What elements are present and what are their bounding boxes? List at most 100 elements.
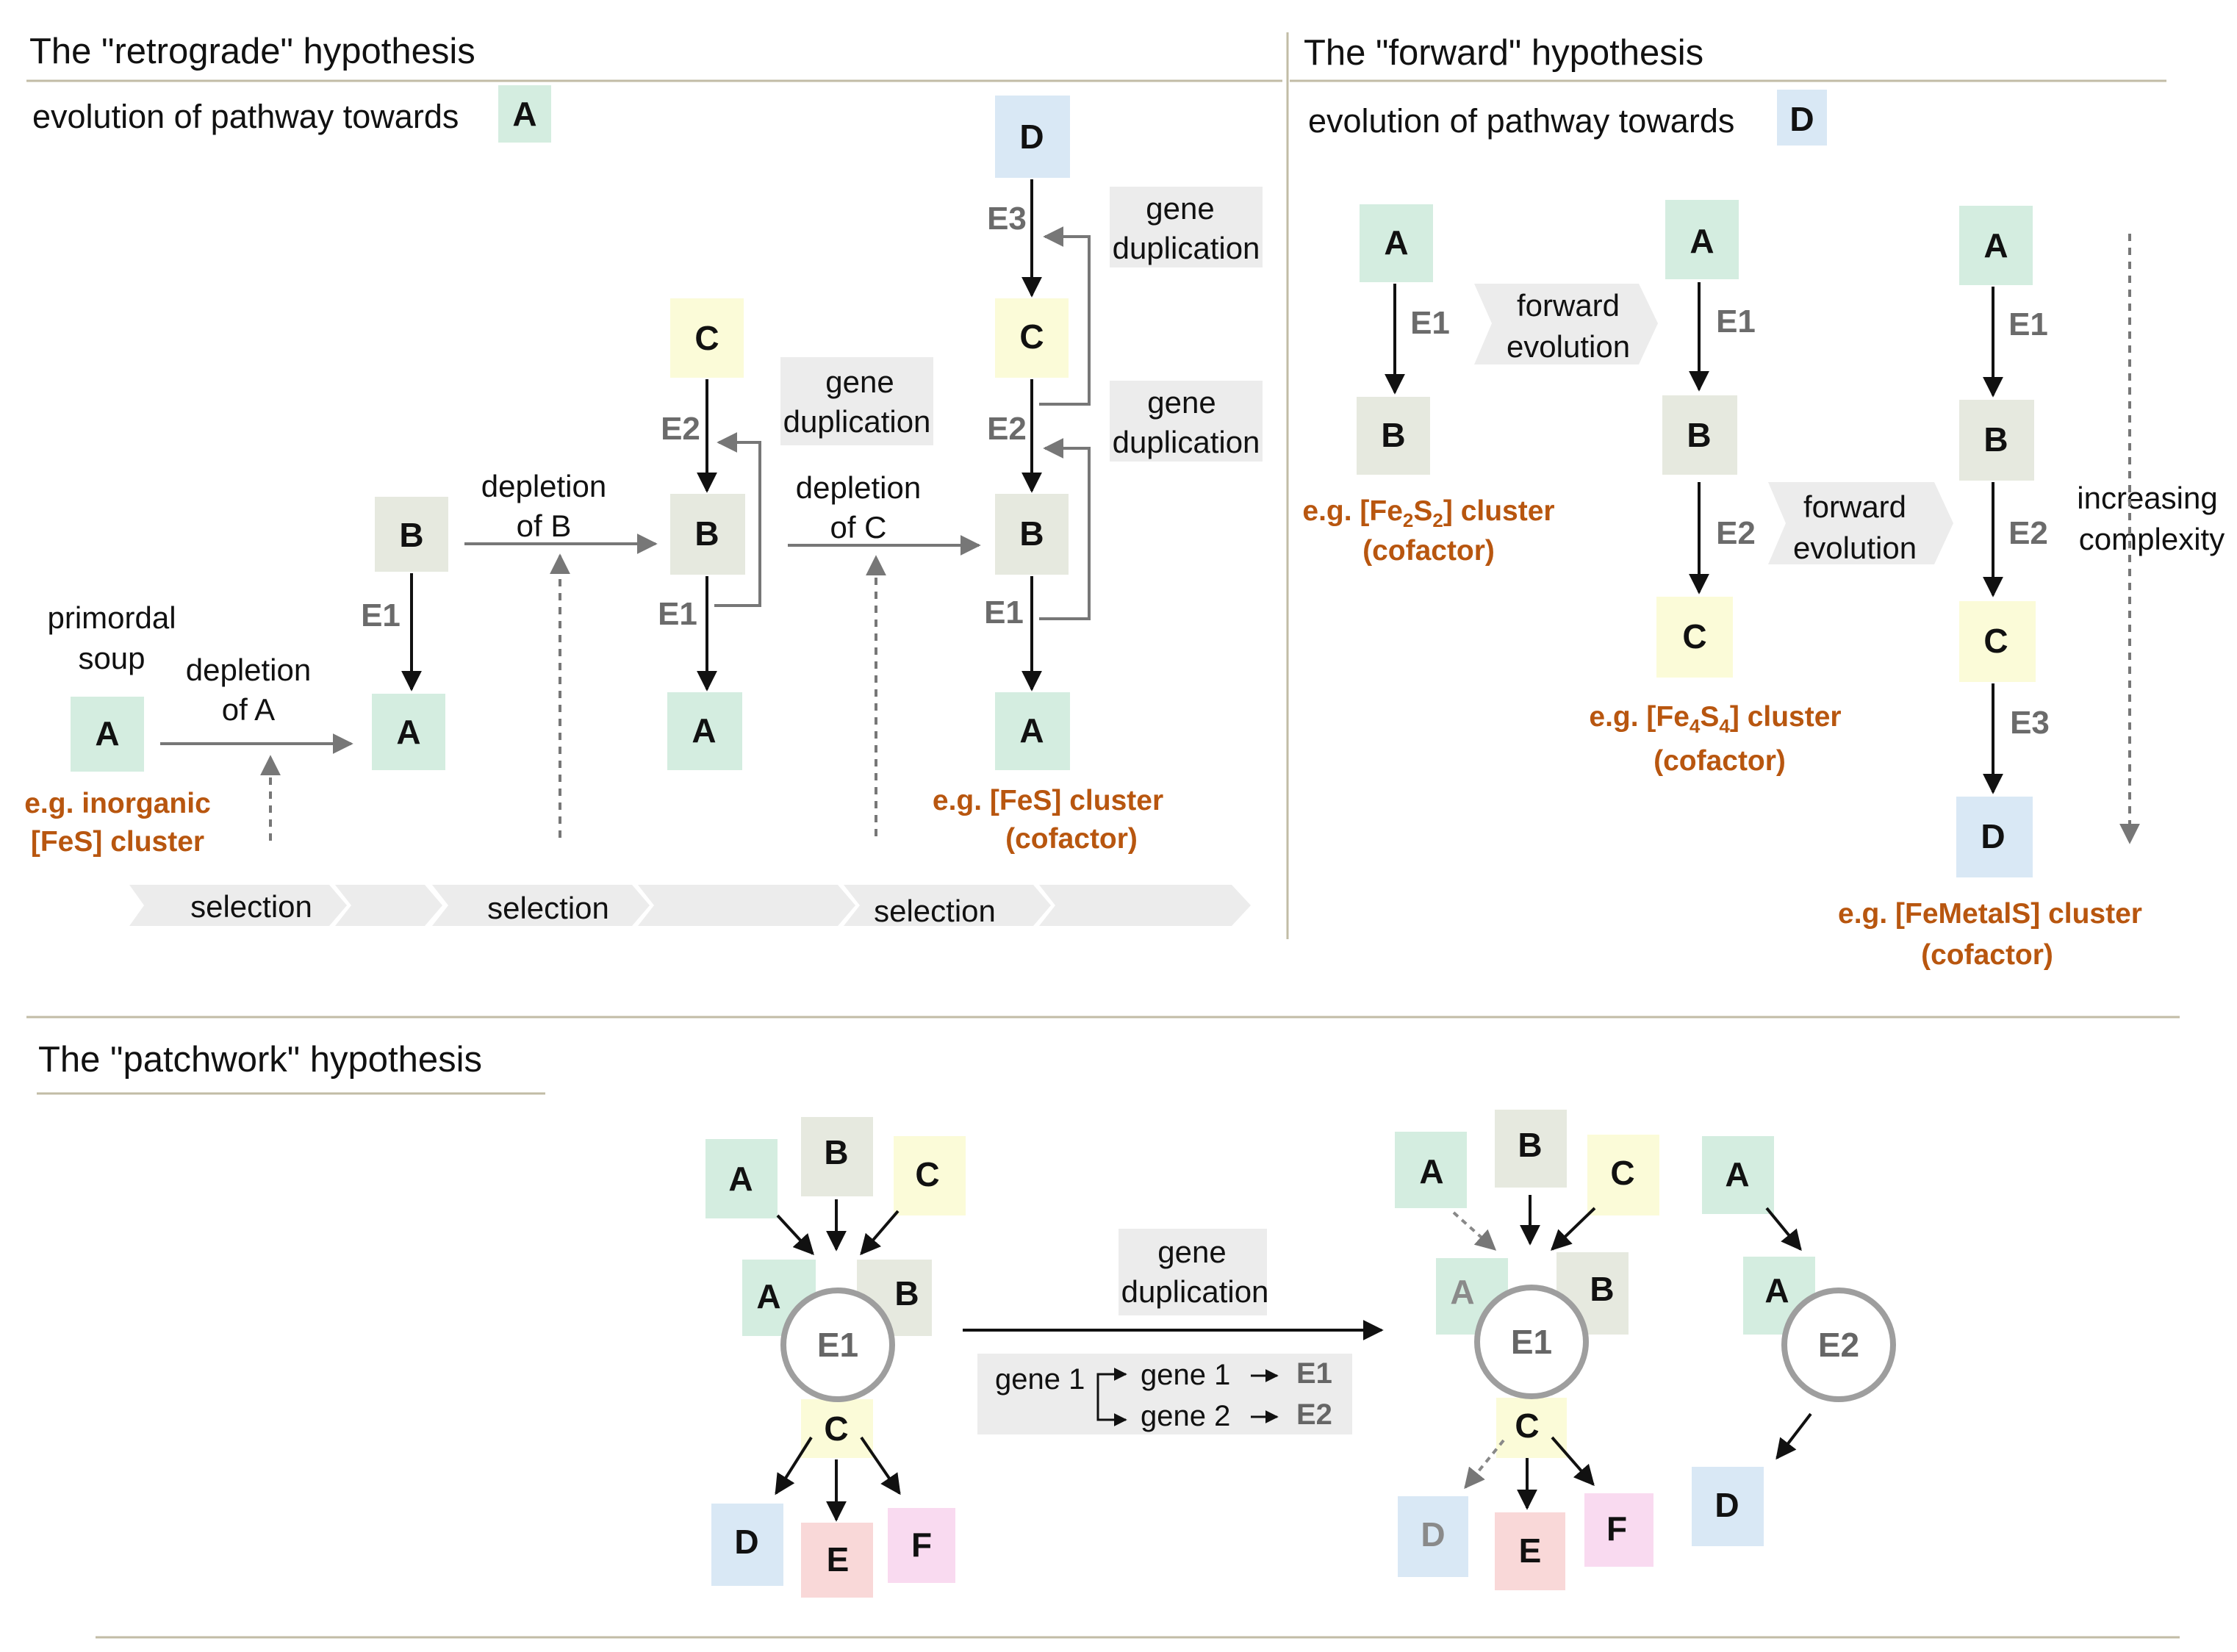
selection-label-2: selection	[487, 891, 609, 925]
pw-gene-panel	[977, 1354, 1352, 1434]
pw-gene-dup-1: gene	[1157, 1235, 1226, 1269]
pw-r2-label-A: A	[1725, 1155, 1749, 1193]
pw-left-label-F: F	[911, 1526, 932, 1564]
stage4-enzyme-E3: E3	[987, 201, 1027, 237]
fwd-col3-example-1: e.g. [FeMetalS] cluster	[1838, 898, 2142, 930]
forward-title: The "forward" hypothesis	[1304, 33, 1703, 73]
stage4-enzyme-E1: E1	[984, 595, 1024, 631]
stage1-label-A: A	[95, 714, 119, 753]
pw-r1-arrow-C	[1550, 1207, 1596, 1251]
stage2-enzyme-E1: E1	[361, 597, 401, 633]
pw-left-label-B-in: B	[894, 1274, 919, 1312]
pw-r1-label-D: D	[1421, 1515, 1445, 1554]
stage3-box-C	[670, 298, 744, 378]
fwd-col2-label-B: B	[1687, 416, 1711, 454]
stage1-example-1: e.g. inorganic	[24, 788, 211, 819]
pw-left-arrow-D	[775, 1436, 813, 1495]
pw-r1-box-E	[1495, 1512, 1565, 1590]
stage2-box-A	[372, 694, 445, 770]
selection-label-1: selection	[190, 889, 312, 924]
complexity-label-1: increasing	[2077, 481, 2217, 515]
selection-band-1	[129, 885, 347, 926]
pw-left-box-C-out	[801, 1399, 873, 1458]
pw-r2-enzyme-E2	[1781, 1288, 1896, 1402]
pw-gene-split-upper	[1096, 1368, 1127, 1386]
forward-target-label-D: D	[1789, 100, 1814, 138]
pw-r1-box-C	[1587, 1135, 1659, 1215]
stage4-box-D	[995, 96, 1070, 178]
pw-left-label-D: D	[734, 1523, 758, 1561]
pw-gene1-copy: gene 1	[1141, 1359, 1230, 1391]
retrograde-subtitle: evolution of pathway towards	[32, 98, 459, 135]
stage3-label-C: C	[694, 319, 719, 357]
fwd-col2-enzyme-E1: E1	[1716, 304, 1756, 340]
pw-left-arrow-A	[776, 1214, 814, 1256]
pw-gene1-product: E1	[1296, 1357, 1332, 1390]
pw-r2-arrow-D	[1775, 1412, 1812, 1460]
stage4-gene-dup-mid-1: gene	[1147, 385, 1216, 420]
fwd-col1-example-1: e.g. [Fe2S2] cluster	[1302, 495, 1554, 531]
primordal-label: primordal	[47, 600, 176, 635]
depletion-b-1: depletion	[481, 469, 606, 503]
pw-left-label-C: C	[915, 1155, 939, 1193]
stage3-enzyme-E1: E1	[658, 596, 697, 632]
pw-left-arrow-C	[860, 1210, 900, 1256]
pw-r1-box-B	[1495, 1110, 1567, 1188]
stage4-example-2: (cofactor)	[1005, 823, 1138, 855]
fwd-col2-example-1: e.g. [Fe4S4] cluster	[1589, 701, 1841, 737]
pw-left-label-C-out: C	[824, 1409, 848, 1448]
pw-gene1-source: gene 1	[995, 1363, 1085, 1396]
fwd-evolution-2-2: evolution	[1793, 531, 1917, 565]
pw-left-box-B	[801, 1117, 873, 1196]
stage3-gene-dup-2: duplication	[783, 404, 931, 439]
pw-left-enzyme-E1-label: E1	[817, 1326, 858, 1364]
pw-gene2-copy: gene 2	[1141, 1400, 1230, 1432]
pw-r2-label-A-in: A	[1764, 1271, 1789, 1310]
stage4-label-D: D	[1019, 118, 1044, 156]
stage1-box-A	[71, 697, 144, 772]
fwd-evolution-band-2	[1768, 482, 1953, 564]
stage2-label-B: B	[399, 516, 423, 554]
pw-r1-label-E: E	[1519, 1531, 1542, 1570]
fwd-col1-enzyme-E1: E1	[1410, 305, 1450, 341]
fwd-col2-box-C	[1656, 597, 1733, 678]
selection-band-3	[432, 885, 650, 926]
stage4-gene-dup-mid-bg	[1110, 381, 1263, 462]
stage3-duplication-loop	[714, 432, 761, 607]
pw-r1-enzyme-E1	[1474, 1285, 1589, 1399]
pw-left-box-D	[711, 1504, 783, 1586]
stage3-gene-dup-1: gene	[825, 364, 894, 399]
fwd-col3-enzyme-E2: E2	[2008, 515, 2048, 551]
pw-left-label-A: A	[728, 1160, 753, 1198]
pw-left-label-B: B	[824, 1133, 848, 1171]
stage4-duplication-loop-top	[1039, 226, 1091, 406]
pw-r1-label-B: B	[1518, 1126, 1542, 1164]
fwd-col3-label-B: B	[1983, 420, 2008, 459]
stage2-box-B	[375, 497, 448, 572]
pw-r2-enzyme-E2-label: E2	[1818, 1326, 1859, 1364]
stage4-box-C	[995, 298, 1069, 378]
retrograde-title: The "retrograde" hypothesis	[29, 32, 475, 71]
fwd-col1-example-2: (cofactor)	[1362, 535, 1495, 567]
stage4-gene-dup-mid-2: duplication	[1113, 425, 1260, 459]
fwd-col3-box-D	[1956, 797, 2033, 877]
pw-r2-box-A	[1702, 1136, 1774, 1214]
target-box-A	[498, 85, 551, 143]
pw-gene-dup-bg	[1118, 1229, 1267, 1315]
fwd-col3-example-2: (cofactor)	[1921, 939, 2053, 971]
pw-gene-dup-2: duplication	[1121, 1274, 1269, 1309]
stage4-label-A: A	[1019, 711, 1044, 750]
pw-r1-arrow-A	[1452, 1211, 1497, 1251]
pw-left-arrow-F	[860, 1436, 901, 1495]
forward-subtitle: evolution of pathway towards	[1308, 102, 1734, 140]
stage3-gene-dup-bg	[780, 357, 933, 445]
selection-label-3: selection	[874, 894, 996, 928]
pw-r1-label-C-out: C	[1515, 1407, 1539, 1445]
fwd-col1-label-B: B	[1381, 416, 1405, 454]
depletion-a-2: of A	[222, 692, 275, 727]
patchwork-title: The "patchwork" hypothesis	[38, 1040, 482, 1080]
patchwork-panel: The "patchwork" hypothesis A B C A B E1 …	[38, 1040, 1896, 1598]
complexity-label-2: complexity	[2079, 522, 2225, 556]
stage4-gene-dup-top-bg	[1110, 187, 1263, 267]
stage4-example-1: e.g. [FeS] cluster	[933, 785, 1163, 816]
